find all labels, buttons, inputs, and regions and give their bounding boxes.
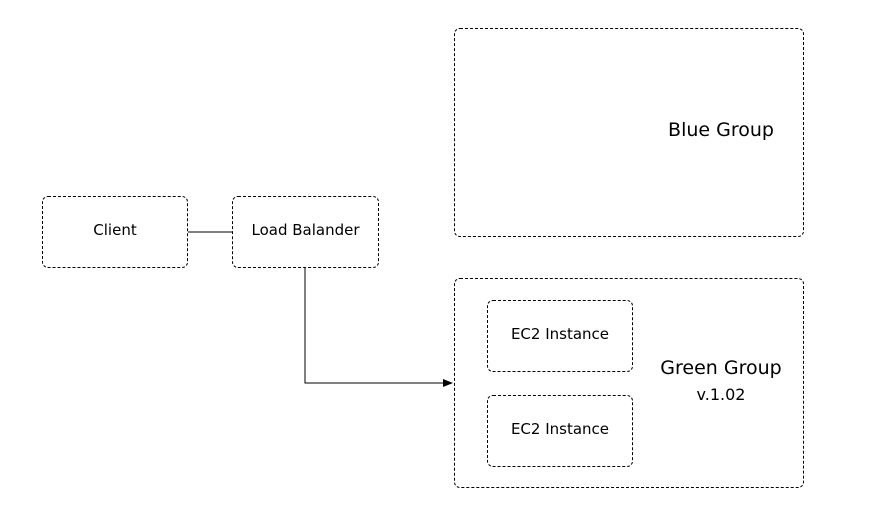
ec2-instance-node[interactable]: EC2 Instance xyxy=(487,395,633,467)
client-label: Client xyxy=(93,221,137,239)
client-node[interactable]: Client xyxy=(42,196,188,268)
green-group-version: v.1.02 xyxy=(696,385,746,404)
ec2-instance-label: EC2 Instance xyxy=(510,420,610,438)
ec2-instance-label: EC2 Instance xyxy=(510,325,610,343)
load-balancer-node[interactable]: Load Balander xyxy=(232,196,379,268)
blue-group-title: Blue Group xyxy=(668,119,774,141)
load-balancer-label: Load Balander xyxy=(251,221,360,239)
ec2-instance-node[interactable]: EC2 Instance xyxy=(487,300,633,372)
load-balancer-to-green-group-arrow xyxy=(304,268,453,387)
green-group-title: Green Group xyxy=(660,357,782,379)
blue-group[interactable]: Blue Group xyxy=(454,28,804,237)
